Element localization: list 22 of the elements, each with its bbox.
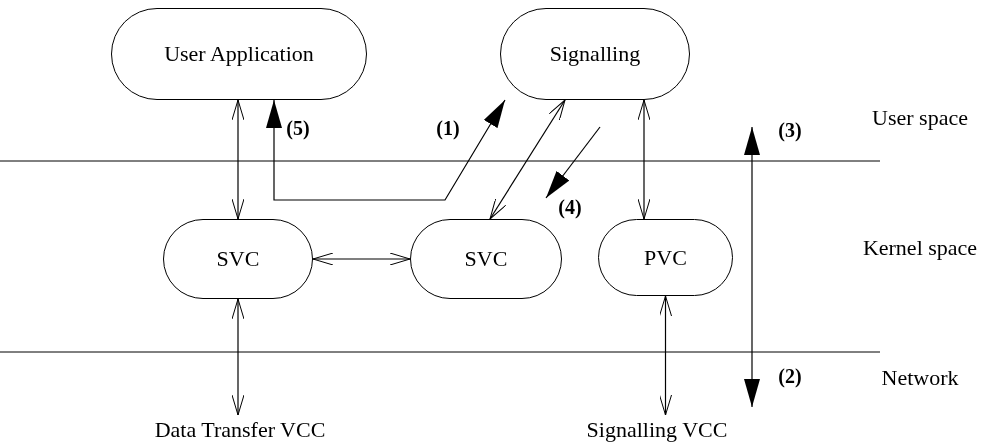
layer-label: Kernel space	[862, 235, 978, 261]
step-number: (3)	[778, 118, 802, 142]
endpoint-label: Data Transfer VCC	[130, 416, 350, 444]
arrow	[266, 99, 506, 201]
step-number: (4)	[558, 195, 582, 219]
arrow	[489, 99, 566, 220]
arrow	[659, 295, 672, 416]
arrow	[231, 298, 245, 416]
endpoint-label: Signalling VCC	[567, 416, 747, 444]
arrow	[637, 99, 651, 220]
step-number: (1)	[436, 116, 460, 140]
layer-label: User space	[872, 105, 968, 131]
arrow	[312, 252, 411, 266]
process-box: SVC	[410, 219, 562, 299]
process-box: SVC	[163, 219, 313, 299]
layer-label: Network	[881, 365, 959, 391]
process-box: PVC	[598, 219, 733, 296]
arrow	[231, 99, 245, 220]
step-number: (5)	[286, 116, 310, 140]
process-box: Signalling	[500, 8, 690, 100]
step-number: (2)	[778, 364, 802, 388]
process-box: User Application	[111, 8, 367, 100]
